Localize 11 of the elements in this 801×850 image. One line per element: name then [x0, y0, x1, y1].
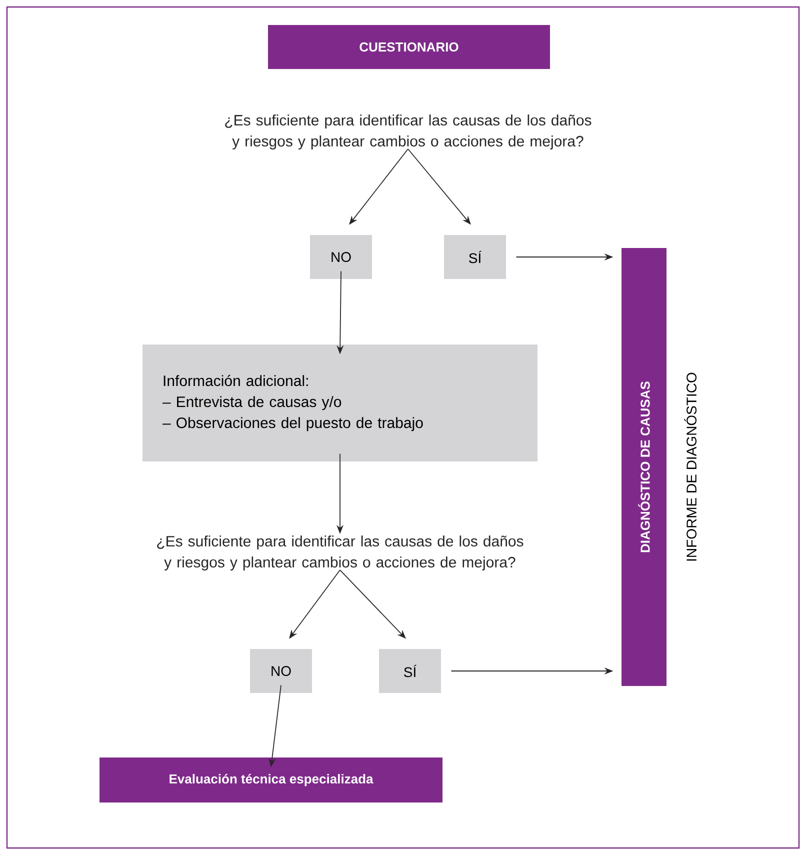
side-label: INFORME DE DIAGNÓSTICO	[684, 372, 697, 561]
info-box: Información adicional: – Entrevista de causas y/o – Observaciones del puesto de trabajo	[142, 344, 538, 462]
answer-box: NO	[250, 649, 312, 693]
result-bar: DIAGNÓSTICO DE CAUSAS	[622, 248, 666, 686]
title-box: Evaluación técnica especializada	[100, 758, 442, 802]
question-text: ¿Es suficiente para identificar las causas de los daños y riesgos y plantear cambios o acciones de mejora?	[157, 536, 524, 570]
answer-box: SÍ	[379, 649, 441, 693]
question-text: ¿Es suficiente para identificar las causas de los daños y riesgos y plantear cambios o acciones de mejora?	[225, 114, 592, 150]
title-box: CUESTIONARIO	[268, 25, 550, 69]
answer-box: NO	[310, 235, 372, 279]
answer-box: SÍ	[444, 235, 506, 279]
